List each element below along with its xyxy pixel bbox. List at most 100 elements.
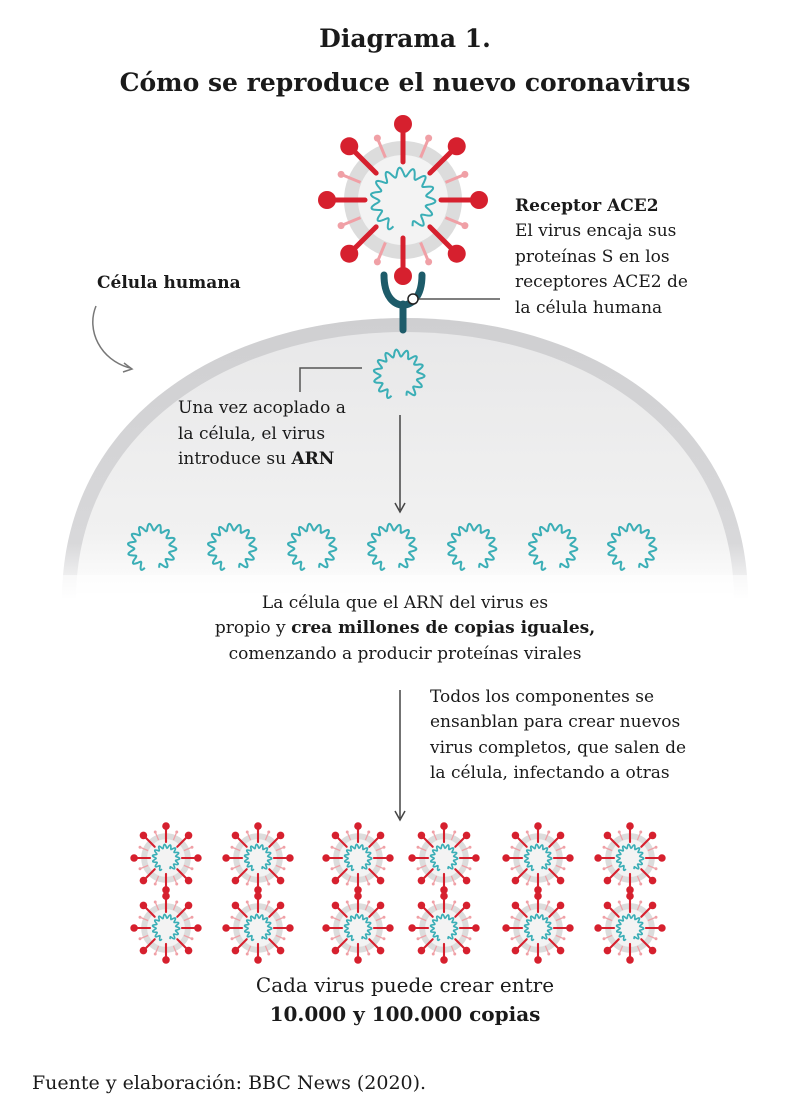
spike-head [386,854,394,862]
spike-small [604,934,613,940]
spike-small-head [382,915,386,919]
rna-icon [372,348,426,400]
spike-small-head [267,882,271,886]
spike-small [555,864,564,870]
spike-head [511,876,520,885]
spike-small [346,832,352,841]
step1-text: Una vez acoplado a [178,398,346,418]
spike-small [275,916,284,922]
spike-small-head [431,952,435,956]
spike-head [502,924,510,932]
spike-head [184,876,193,885]
spike-small-head [282,845,286,849]
spike-head [376,876,385,885]
spike-head [162,822,170,830]
spike-small-head [382,867,386,871]
spike-small [264,902,270,911]
spike-small-head [153,900,157,904]
spike-small-head [330,867,334,871]
rna-strand [366,522,418,571]
spike-head [440,886,448,894]
spike-small-head [330,937,334,941]
spike-small-head [153,952,157,956]
spike-head [511,946,520,955]
spike-head [139,946,148,955]
small-coronavirus-icon [594,822,666,894]
spike-small-head [367,882,371,886]
spike-head [139,876,148,885]
spike-head [440,822,448,830]
spike-head [534,822,542,830]
spike-small-head [367,830,371,834]
spike-small [172,902,178,911]
spike-small [364,832,370,841]
spike-small [604,864,613,870]
spike-head [331,946,340,955]
spike-small [376,138,387,159]
rna-strand [343,843,373,872]
spike-small-head [525,952,529,956]
spike-small [183,864,192,870]
down-arrow [394,690,406,822]
spike-head [626,956,634,964]
rna-strand [286,522,338,571]
spike-head [556,946,565,955]
rna-strand [151,913,181,942]
spike-small-head [245,900,249,904]
spike-small-head [525,900,529,904]
spike-small [172,832,178,841]
rna-strand [343,913,373,942]
spike-small [419,138,430,159]
spike-small [544,875,550,884]
spike-small-head [367,952,371,956]
rna-strand [429,913,459,942]
spike-small [418,846,427,852]
spike-small [375,864,384,870]
spike-head [648,946,657,955]
ace2-receptor-icon [380,271,500,334]
step3-text: virus completos, que salen de [430,738,687,758]
small-coronavirus-icon [408,822,480,894]
step2-text-bold: crea millones de copias iguales, [291,618,596,638]
spike-small [444,216,465,227]
step1-text: introduce su ARN [178,447,334,473]
small-coronavirus-icon [322,892,394,964]
spike-head [231,876,240,885]
small-coronavirus-icon [502,892,574,964]
spike-head [354,956,362,964]
spike-small [647,864,656,870]
spike-head [222,924,230,932]
spike-small [555,934,564,940]
spike-small-head [453,830,457,834]
spike-small-head [345,882,349,886]
spike-head [254,822,262,830]
spike-head [286,854,294,862]
spike-small [275,846,284,852]
small-coronavirus-icon [130,822,202,894]
spike-head [566,924,574,932]
spike-small [432,875,438,884]
spike-head [556,901,565,910]
spike-small-head [345,952,349,956]
spike-small-head [175,952,179,956]
spike-small-head [382,845,386,849]
spike-head [130,924,138,932]
step1-text: la célula, el virus [178,424,326,444]
spike-small [647,916,656,922]
rna-strand [527,522,579,571]
spike-small-head [468,937,472,941]
spike-head [376,901,385,910]
spike-small-head [453,882,457,886]
spike-head [408,924,416,932]
spike-small [526,875,532,884]
spike-small-head [617,952,621,956]
step2-text: propio y crea millones de copias iguales… [105,616,705,642]
spike-small-head [425,258,433,266]
step2-text: La célula que el ARN del virus es [261,593,549,613]
spike-head [626,892,634,900]
spike-small-head [468,867,472,871]
spike-head [286,924,294,932]
spike-small [375,846,384,852]
receptor-heading: Receptor ACE2 [515,196,659,216]
human-cell [50,318,760,615]
